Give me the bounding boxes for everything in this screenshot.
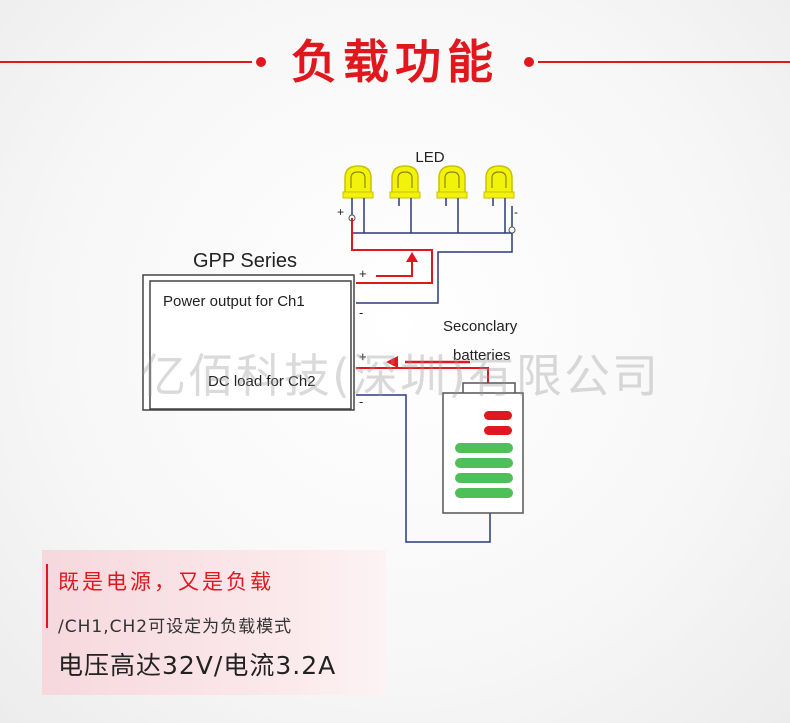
battery-segment-green <box>455 458 513 468</box>
led-array <box>342 165 515 233</box>
header-divider-right <box>538 61 790 63</box>
ch2-minus-sign: - <box>359 394 363 409</box>
gpp-series-label: GPP Series <box>193 250 297 272</box>
ch1-positive-wire <box>351 218 433 284</box>
battery-segment-red <box>484 411 512 420</box>
battery-segment-green <box>455 443 513 453</box>
battery-segment-red <box>484 426 512 435</box>
led-3 <box>436 165 468 233</box>
ch1-plus-sign: + <box>359 266 367 281</box>
ch2-arrow-head <box>386 356 398 368</box>
info-subline: /CH1,CH2可设定为负载模式 <box>58 617 293 637</box>
led-label: LED <box>415 149 444 166</box>
battery-level <box>455 411 513 498</box>
gpp-box-outer <box>142 274 355 411</box>
info-accent-bar <box>46 564 48 628</box>
info-spec: 电压高达32V/电流3.2A <box>58 651 337 680</box>
ch1-current-arrow <box>376 259 413 277</box>
led-minus-sign: - <box>514 205 518 219</box>
gpp-box-inner <box>149 280 352 410</box>
secondary-label-1: Seconclary <box>443 318 518 335</box>
led-1 <box>342 165 374 233</box>
led-wire-rail <box>351 206 513 234</box>
ch1-arrow-head <box>406 252 418 262</box>
ch2-plus-sign: + <box>359 349 367 364</box>
ch1-label: Power output for Ch1 <box>163 293 305 310</box>
ch1-negative-wire <box>356 233 513 304</box>
led-2 <box>389 165 421 233</box>
page-title: 负载功能 <box>291 35 499 89</box>
section-header: 负载功能 <box>0 0 790 110</box>
led-plus-sign: + <box>337 205 344 219</box>
header-dot-right <box>524 57 534 67</box>
ch1-minus-sign: - <box>359 305 363 320</box>
ch2-label: DC load for Ch2 <box>208 373 316 390</box>
led-4 <box>483 165 515 233</box>
header-divider-left <box>0 61 252 63</box>
led-minus-terminal <box>508 226 516 234</box>
battery-segment-green <box>455 488 513 498</box>
header-dot-left <box>256 57 266 67</box>
ch2-negative-wire <box>356 394 491 543</box>
battery-segment-green <box>455 473 513 483</box>
info-headline: 既是电源，又是负载 <box>58 570 274 594</box>
secondary-label-2: batteries <box>453 347 511 364</box>
info-panel: 既是电源，又是负载 /CH1,CH2可设定为负载模式 电压高达32V/电流3.2… <box>42 550 386 695</box>
